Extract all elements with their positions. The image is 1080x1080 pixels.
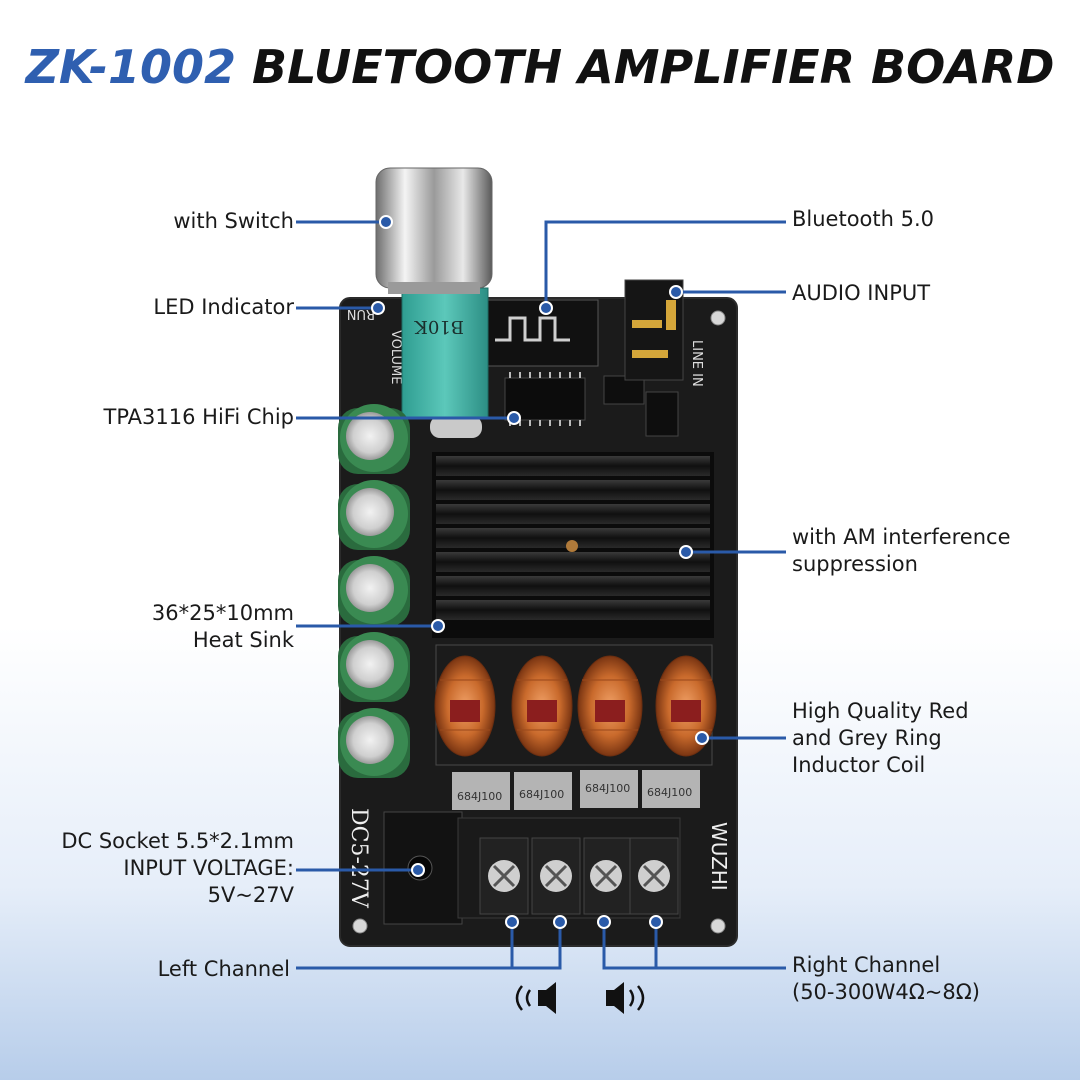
volume-silk: VOLUME: [388, 330, 403, 384]
label-am-suppression: with AM interference suppression: [792, 524, 1011, 578]
right-channel-spec: (50-300W4Ω~8Ω): [792, 980, 980, 1004]
regulator: [645, 391, 679, 437]
line-in-silk: LINE IN: [689, 340, 704, 387]
right-channel-name: Right Channel: [792, 953, 941, 977]
label-audio-input: AUDIO INPUT: [792, 281, 931, 305]
am-line-2: suppression: [792, 552, 918, 576]
brand-silk: WUZHI: [707, 822, 731, 891]
label-heat-sink: 36*25*10mm Heat Sink: [152, 600, 294, 654]
heat-sink: [432, 452, 714, 638]
title-text: BLUETOOTH AMPLIFIER BOARD: [252, 40, 1055, 94]
mount-hole: [710, 918, 726, 934]
label-chip: TPA3116 HiFi Chip: [103, 405, 294, 429]
speaker-left-icon: [515, 982, 556, 1014]
capacitor-column: [338, 404, 410, 778]
callout-dots: [371, 215, 709, 929]
film-cap-mark: 684J100: [457, 790, 502, 803]
run-silk: RUN: [347, 306, 375, 321]
dc-socket-size: DC Socket 5.5*2.1mm: [61, 829, 294, 853]
film-cap-mark: 684J100: [585, 782, 630, 795]
heat-sink-name: Heat Sink: [192, 628, 294, 652]
regulator: [603, 375, 645, 405]
title-model: ZK-1002: [25, 40, 236, 94]
antenna-trace: [495, 316, 570, 342]
label-right-channel: Right Channel (50-300W4Ω~8Ω): [792, 952, 980, 1006]
crystal: [430, 416, 482, 438]
mount-hole: [352, 918, 368, 934]
label-with-switch: with Switch: [173, 209, 294, 233]
film-cap-mark: 684J100: [647, 786, 692, 799]
label-left-channel: Left Channel: [157, 957, 290, 981]
amp-chip: [504, 377, 586, 421]
label-dc-socket: DC Socket 5.5*2.1mm INPUT VOLTAGE: 5V~27…: [61, 828, 294, 909]
coil-line-1: High Quality Red: [792, 699, 969, 723]
coil-line-2: and Grey Ring: [792, 726, 942, 750]
page-title: ZK-1002 BLUETOOTH AMPLIFIER BOARD: [0, 40, 1080, 94]
voltage-silk: DC5-27V: [346, 808, 371, 909]
dc-voltage-range: 5V~27V: [207, 883, 294, 907]
dc-input-voltage: INPUT VOLTAGE:: [123, 856, 294, 880]
terminal-block: [457, 817, 681, 919]
heat-sink-size: 36*25*10mm: [151, 601, 294, 625]
pot-label: B10K: [414, 316, 464, 337]
film-capacitors: 684J100 684J100 684J100 684J100: [452, 770, 700, 810]
callout-lines: [296, 220, 786, 970]
volume-knob: [375, 167, 493, 289]
label-inductor-coil: High Quality Red and Grey Ring Inductor …: [792, 698, 969, 779]
mount-hole: [710, 310, 726, 326]
inductor-coils: [434, 644, 717, 766]
film-cap-mark: 684J100: [519, 788, 564, 801]
label-bluetooth: Bluetooth 5.0: [792, 207, 935, 231]
label-led-indicator: LED Indicator: [153, 295, 294, 319]
coil-line-3: Inductor Coil: [792, 753, 926, 777]
am-line-1: with AM interference: [792, 525, 1011, 549]
speaker-right-icon: [606, 982, 645, 1014]
pot-body: [401, 287, 489, 419]
